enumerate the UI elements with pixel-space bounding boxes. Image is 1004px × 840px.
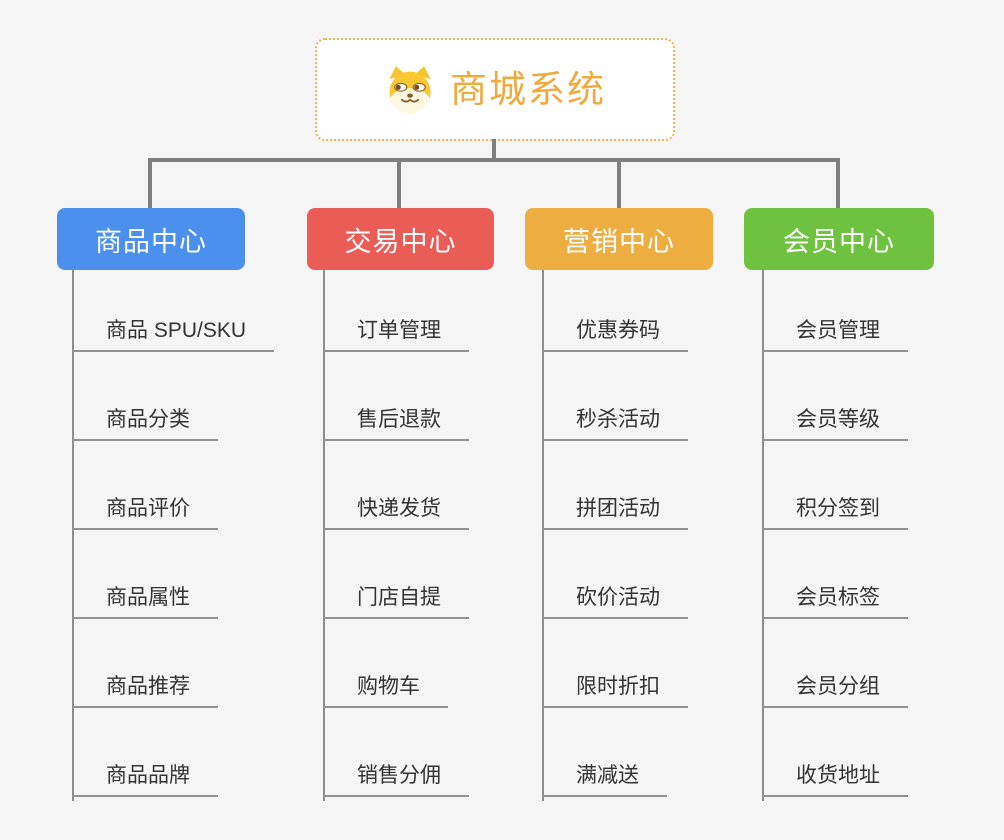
branch-column-product-center: 商品 SPU/SKU 商品分类 商品评价 商品属性 商品推荐 商品品牌 bbox=[72, 270, 312, 802]
root-topic-title: 商城系统 bbox=[450, 69, 606, 110]
branch-header-trade-center[interactable]: 交易中心 bbox=[307, 208, 494, 270]
topic-item[interactable]: 积分签到 bbox=[762, 494, 908, 530]
root-topic[interactable]: 商城系统 bbox=[315, 38, 675, 141]
shiba-dog-icon bbox=[389, 65, 431, 113]
connector-drop-3 bbox=[617, 158, 621, 210]
topic-item[interactable]: 秒杀活动 bbox=[542, 405, 688, 441]
branch-column-member-center: 会员管理 会员等级 积分签到 会员标签 会员分组 收货地址 bbox=[762, 270, 1002, 802]
topic-item[interactable]: 商品品牌 bbox=[72, 761, 218, 797]
topic-item[interactable]: 优惠券码 bbox=[542, 316, 688, 352]
topic-item[interactable]: 收货地址 bbox=[762, 761, 908, 797]
topic-item[interactable]: 商品推荐 bbox=[72, 672, 218, 708]
branch-vertical-line bbox=[323, 270, 325, 801]
connector-drop-1 bbox=[148, 158, 152, 210]
topic-item[interactable]: 购物车 bbox=[323, 672, 448, 708]
topic-item[interactable]: 拼团活动 bbox=[542, 494, 688, 530]
topic-item[interactable]: 砍价活动 bbox=[542, 583, 688, 619]
branch-column-marketing-center: 优惠券码 秒杀活动 拼团活动 砍价活动 限时折扣 满减送 bbox=[542, 270, 782, 802]
topic-item[interactable]: 满减送 bbox=[542, 761, 667, 797]
topic-item[interactable]: 商品评价 bbox=[72, 494, 218, 530]
branch-vertical-line bbox=[72, 270, 74, 801]
topic-item[interactable]: 销售分佣 bbox=[323, 761, 469, 797]
topic-item[interactable]: 会员分组 bbox=[762, 672, 908, 708]
topic-item[interactable]: 会员等级 bbox=[762, 405, 908, 441]
topic-item[interactable]: 商品属性 bbox=[72, 583, 218, 619]
topic-item[interactable]: 商品 SPU/SKU bbox=[72, 316, 275, 352]
topic-item[interactable]: 售后退款 bbox=[323, 405, 469, 441]
topic-item[interactable]: 商品分类 bbox=[72, 405, 218, 441]
topic-item[interactable]: 快递发货 bbox=[323, 494, 469, 530]
connector-root-stem bbox=[492, 139, 496, 162]
topic-item[interactable]: 订单管理 bbox=[323, 316, 469, 352]
connector-drop-4 bbox=[836, 158, 840, 210]
branch-header-marketing-center[interactable]: 营销中心 bbox=[525, 208, 713, 270]
topic-item[interactable]: 会员管理 bbox=[762, 316, 908, 352]
branch-column-trade-center: 订单管理 售后退款 快递发货 门店自提 购物车 销售分佣 bbox=[323, 270, 563, 802]
topic-item[interactable]: 门店自提 bbox=[323, 583, 469, 619]
branch-vertical-line bbox=[542, 270, 544, 801]
connector-horizontal-bar bbox=[148, 158, 840, 162]
branch-vertical-line bbox=[762, 270, 764, 801]
topic-item[interactable]: 会员标签 bbox=[762, 583, 908, 619]
branch-header-member-center[interactable]: 会员中心 bbox=[744, 208, 934, 270]
connector-drop-2 bbox=[397, 158, 401, 210]
branch-header-product-center[interactable]: 商品中心 bbox=[57, 208, 245, 270]
topic-item[interactable]: 限时折扣 bbox=[542, 672, 688, 708]
